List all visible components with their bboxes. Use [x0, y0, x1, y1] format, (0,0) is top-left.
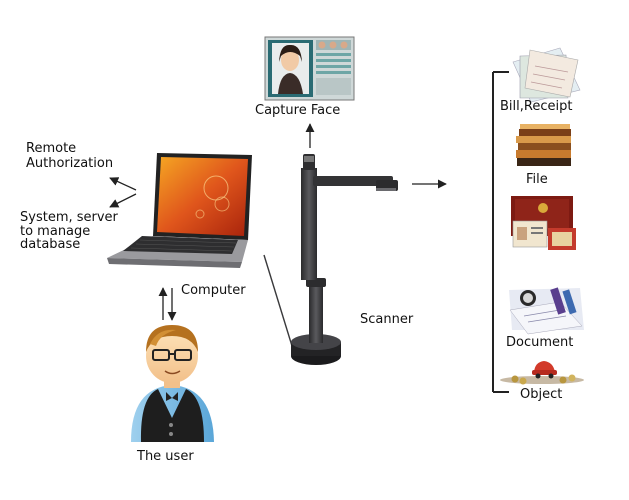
- bill-receipt-image: [512, 47, 581, 103]
- system-server-label: System, server to manage database: [20, 210, 118, 253]
- capture-face-label: Capture Face: [255, 103, 341, 118]
- arrow-to-system-server: [109, 193, 137, 208]
- object-image: [500, 361, 584, 385]
- file-label: File: [526, 172, 548, 187]
- scanner-label: Scanner: [360, 312, 414, 327]
- laptop: [107, 153, 252, 268]
- file-image: [516, 124, 571, 166]
- capture-face-image: [264, 36, 355, 101]
- computer-label: Computer: [181, 283, 246, 298]
- remote-authorization-label: Remote Authorization: [26, 141, 114, 171]
- bracket: [492, 71, 509, 393]
- document-image: [509, 287, 584, 335]
- scanner-device: [263, 154, 398, 365]
- user-avatar: [131, 325, 214, 442]
- the-user-label: The user: [137, 449, 194, 464]
- certificates-image: [511, 196, 576, 250]
- bill-receipt-label: Bill,Receipt: [500, 99, 573, 114]
- object-label: Object: [520, 387, 563, 402]
- document-label: Document: [506, 335, 574, 350]
- arrow-to-remote-authorization: [109, 177, 137, 191]
